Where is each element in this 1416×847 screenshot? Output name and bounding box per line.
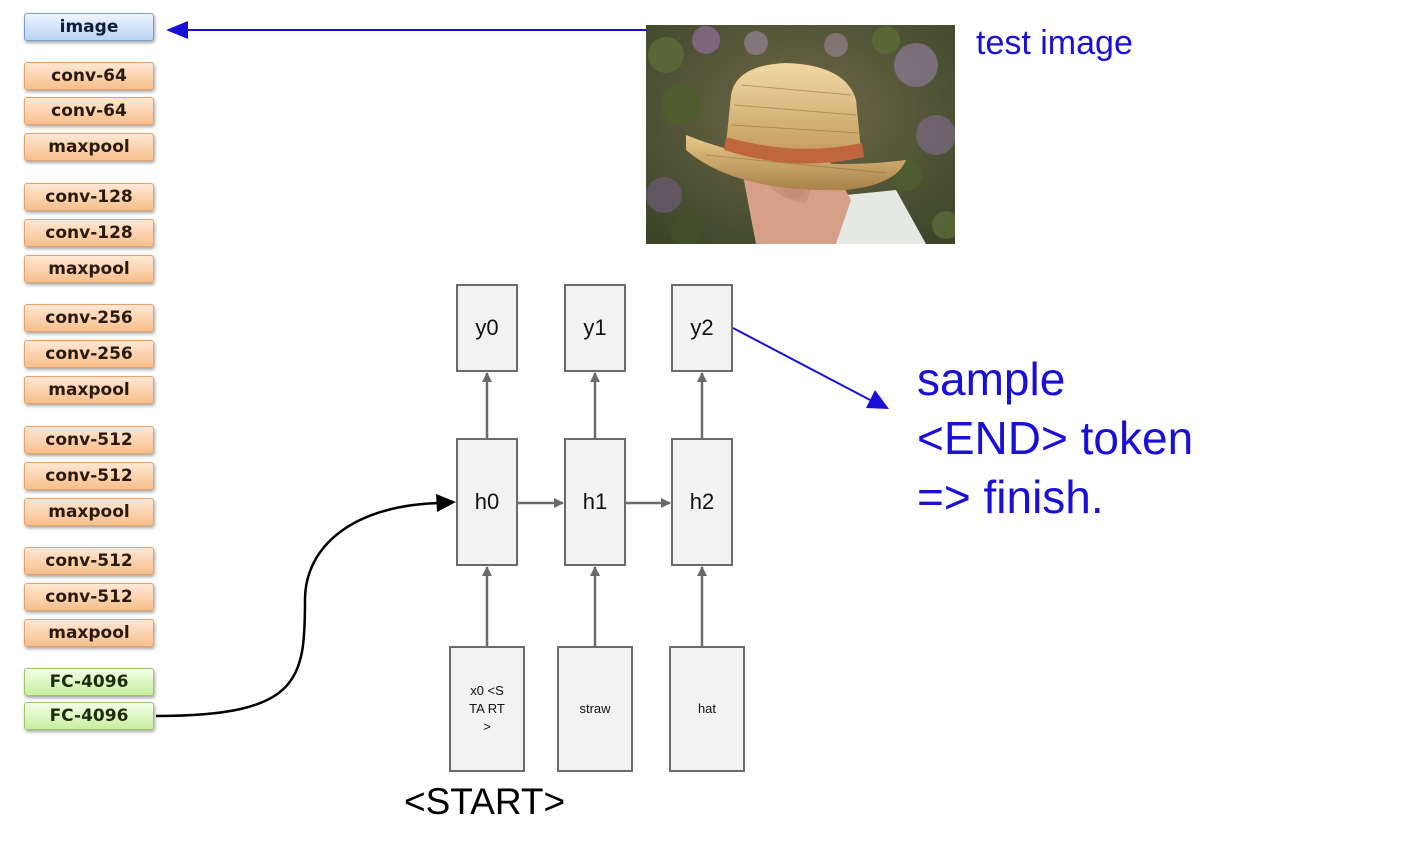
rnn-output-y2: y2 <box>671 284 733 372</box>
sample-note-line: => finish. <box>917 471 1104 523</box>
cnn-layer-conv-512: conv-512 <box>24 583 154 611</box>
cnn-layer-conv-256: conv-256 <box>24 304 154 332</box>
cnn-layer-maxpool: maxpool <box>24 376 154 404</box>
rnn-hidden-h0: h0 <box>456 438 518 566</box>
cnn-layer-conv-512: conv-512 <box>24 462 154 490</box>
cnn-layer-maxpool: maxpool <box>24 255 154 283</box>
rnn-hidden-h2: h2 <box>671 438 733 566</box>
rnn-output-y0: y0 <box>456 284 518 372</box>
cnn-layer-maxpool: maxpool <box>24 619 154 647</box>
cnn-layer-image: image <box>24 13 154 41</box>
sample-note-line: sample <box>917 353 1066 405</box>
cnn-layer-conv-128: conv-128 <box>24 183 154 211</box>
cnn-layer-maxpool: maxpool <box>24 498 154 526</box>
photo-to-image-arrowhead <box>166 21 188 39</box>
test-photo <box>646 25 955 244</box>
test-image-label: test image <box>976 24 1133 62</box>
rnn-input-x0-label: x0 <STA RT> <box>469 683 505 734</box>
cnn-layer-conv-512: conv-512 <box>24 426 154 454</box>
cnn-layer-fc-4096: FC-4096 <box>24 668 154 696</box>
fc-to-h0-connector <box>155 501 441 718</box>
rnn-output-y1: y1 <box>564 284 626 372</box>
y2-to-note-arrowhead <box>866 390 889 409</box>
cnn-layer-maxpool: maxpool <box>24 133 154 161</box>
cnn-layer-conv-512: conv-512 <box>24 547 154 575</box>
cnn-layer-fc-4096: FC-4096 <box>24 702 154 730</box>
cnn-layer-conv-64: conv-64 <box>24 97 154 125</box>
start-token-label: <START> <box>404 781 566 822</box>
rnn-input-hat: hat <box>669 646 745 772</box>
y2-to-note-connector <box>732 327 873 402</box>
cnn-layer-conv-64: conv-64 <box>24 62 154 90</box>
rnn-input-x0: x0 <STA RT> <box>449 646 525 772</box>
cnn-layer-conv-128: conv-128 <box>24 219 154 247</box>
sample-note-line: <END> token <box>917 412 1194 464</box>
cnn-layer-conv-256: conv-256 <box>24 340 154 368</box>
rnn-hidden-h1: h1 <box>564 438 626 566</box>
sample-end-note: sample <END> token => finish. <box>917 350 1193 527</box>
fc-to-h0-arrowhead <box>436 494 456 512</box>
rnn-input-straw: straw <box>557 646 633 772</box>
